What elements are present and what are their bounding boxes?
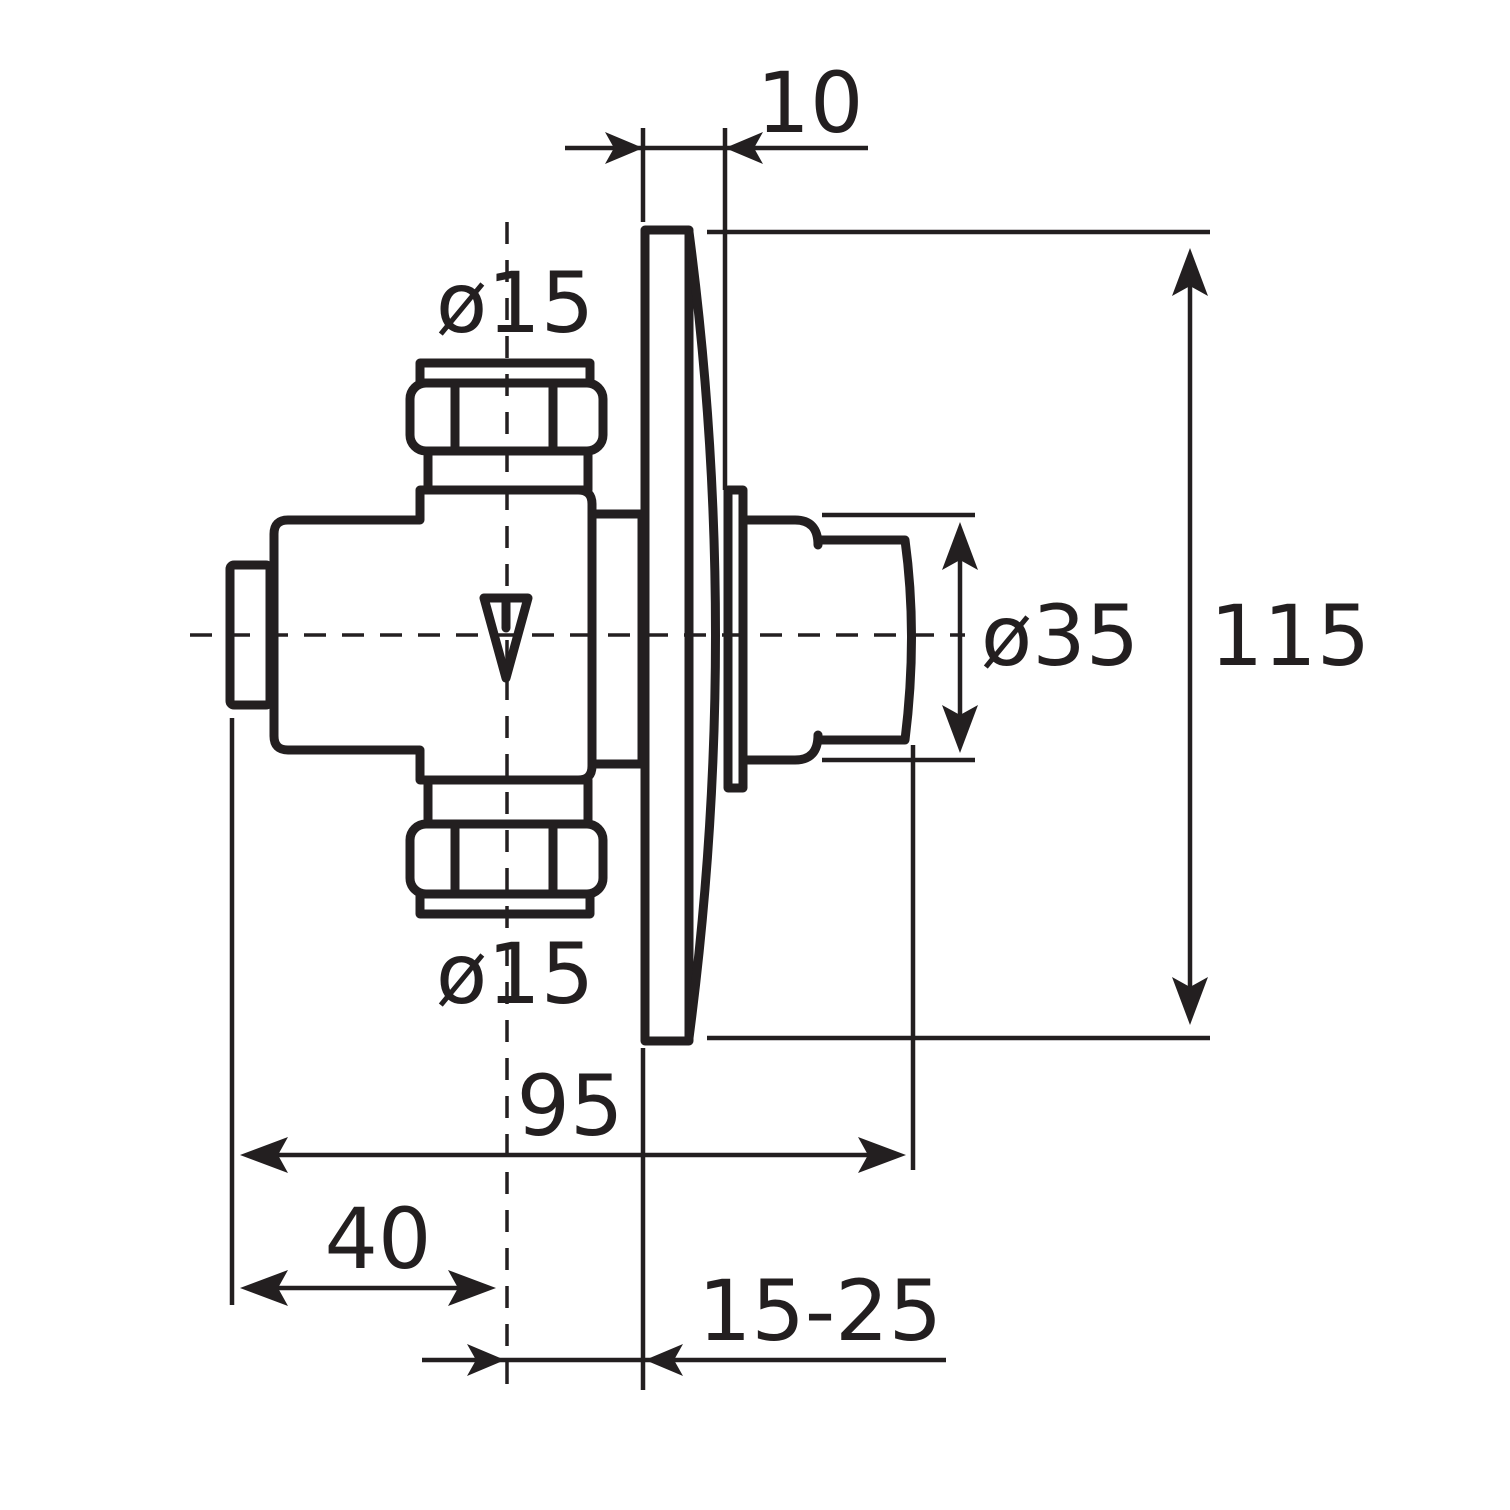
arrow-35-top-icon [942, 522, 978, 570]
arrow-10-right-icon [725, 132, 763, 164]
arrowheads [240, 132, 1208, 1376]
arrow-95-right-icon [858, 1137, 906, 1173]
label-inlet-bottom-diameter: ø15 [436, 925, 594, 1023]
arrow-95-left-icon [240, 1137, 288, 1173]
arrow-115-top-icon [1172, 248, 1208, 296]
label-axis-offset: 40 [325, 1190, 432, 1288]
arrow-40-left-icon [240, 1270, 288, 1306]
bottom-inlet-nut [405, 775, 608, 919]
label-inlet-top-diameter: ø15 [436, 254, 594, 352]
arrow-115-bottom-icon [1172, 977, 1208, 1025]
label-flange-thickness: 10 [757, 54, 864, 152]
label-overall-depth: 95 [517, 1057, 624, 1155]
dimension-lines [268, 145, 1193, 1363]
cover-plate [640, 225, 748, 1046]
label-flange-height: 115 [1210, 587, 1370, 685]
top-inlet-nut [405, 358, 608, 495]
arrow-35-bottom-icon [942, 705, 978, 753]
label-button-diameter: ø35 [981, 587, 1139, 685]
push-button [738, 515, 916, 765]
label-wall-range: 15-25 [698, 1262, 942, 1360]
arrow-40-right-icon [448, 1270, 496, 1306]
extension-lines [229, 128, 1210, 1390]
arrow-10-left-icon [605, 132, 643, 164]
arrow-wall-right-icon [645, 1344, 683, 1376]
arrow-wall-left-icon [467, 1344, 505, 1376]
